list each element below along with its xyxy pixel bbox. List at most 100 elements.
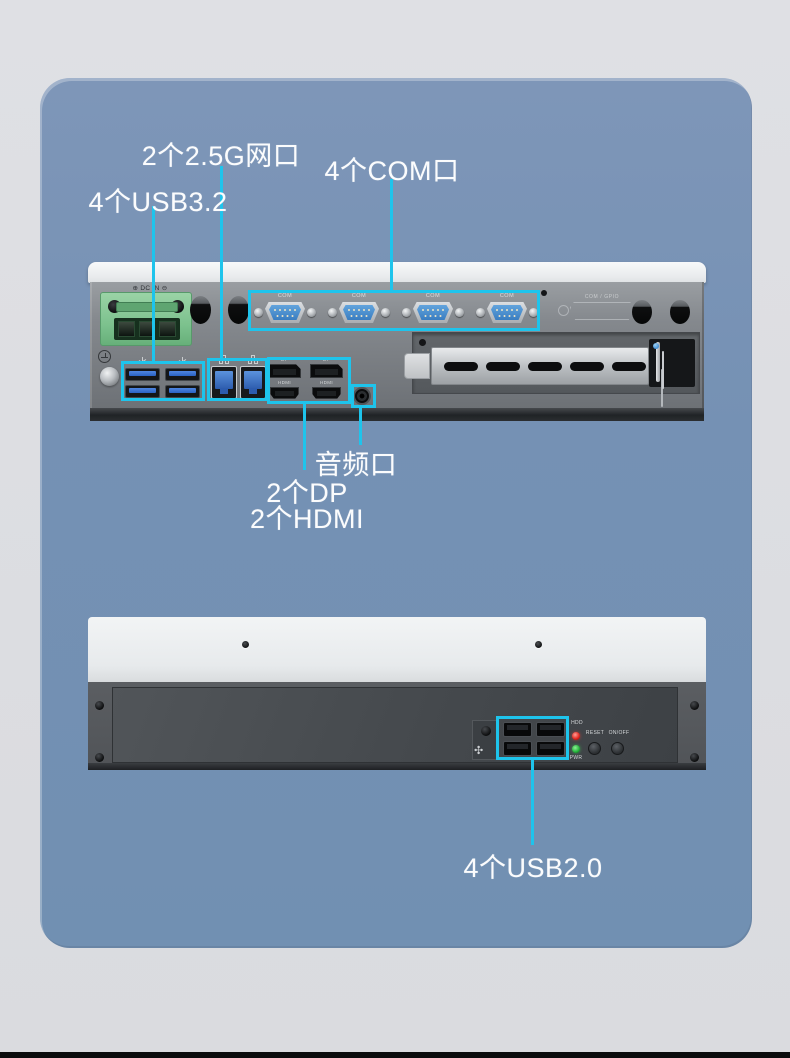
rear-device: ✣ HDD PWR RESET ON/OFF xyxy=(88,617,706,770)
front-device-bottom-edge xyxy=(90,408,704,421)
db9-pins xyxy=(274,309,276,311)
db9-connector xyxy=(339,302,379,323)
bracket-vent-slot xyxy=(612,362,646,371)
usb32-callout-label: 4个USB3.2 xyxy=(88,187,228,217)
db9-connector xyxy=(413,302,453,323)
rear-device-top-cover xyxy=(88,617,706,682)
usb20-port xyxy=(536,722,565,737)
com-port-2: COM xyxy=(328,293,390,325)
latch-clip xyxy=(656,342,660,382)
hdmi-port-label: HDMI xyxy=(277,380,292,385)
com-callout-box xyxy=(248,290,540,331)
usb32-callout-box xyxy=(121,361,205,401)
db9-pins xyxy=(348,309,350,311)
reset-button xyxy=(588,742,601,755)
com-screw xyxy=(402,308,411,317)
com-screw xyxy=(476,308,485,317)
cover-screw-hole xyxy=(535,641,542,648)
com-port-3: COM xyxy=(402,293,464,325)
expansion-slot-bracket xyxy=(431,347,649,385)
usb20-port xyxy=(503,722,532,737)
hdmi-port-label: HDMI xyxy=(319,380,334,385)
page-bottom-border xyxy=(0,1052,790,1058)
com-callout-label: 4个COM口 xyxy=(324,156,460,186)
com-screw xyxy=(328,308,337,317)
dc-in-terminal-connector xyxy=(100,292,192,346)
com-port-label: COM xyxy=(425,293,441,299)
fan-plate xyxy=(472,720,498,760)
dp-hdmi-callout-line xyxy=(303,403,306,470)
lan-callout-line xyxy=(220,166,223,359)
lan-callout-box xyxy=(207,358,268,401)
com-gpio-knockout xyxy=(558,305,569,316)
onoff-button-label: ON/OFF xyxy=(608,730,630,736)
audio-jack xyxy=(353,387,371,405)
bracket-vent-slot xyxy=(528,362,562,371)
com-screw xyxy=(307,308,316,317)
usb20-port xyxy=(503,741,532,756)
bracket-vent-slot xyxy=(486,362,520,371)
dc-terminal-pin xyxy=(118,321,135,337)
onoff-button xyxy=(611,742,624,755)
usb20-callout-box xyxy=(496,716,569,760)
ground-symbol-icon xyxy=(98,350,111,363)
dc-terminal-pin xyxy=(159,321,177,337)
com-gpio-knockout xyxy=(570,302,634,320)
bracket-vent-slot xyxy=(570,362,604,371)
hdmi-port xyxy=(270,387,299,399)
panel-screw-hole xyxy=(541,290,547,296)
antenna-hole xyxy=(190,296,211,324)
audio-callout-box xyxy=(351,384,376,408)
usb32-port xyxy=(125,385,160,398)
dp-hdmi-callout-box xyxy=(267,357,351,404)
latch-blue-dot xyxy=(653,343,659,349)
slot-side-tab xyxy=(404,353,430,379)
hdmi-callout-label: 2个HDMI xyxy=(249,504,365,534)
com-port-4: COM xyxy=(476,293,538,325)
com-screw xyxy=(455,308,464,317)
com-screw xyxy=(381,308,390,317)
lan-port xyxy=(240,366,266,399)
flange-screw xyxy=(95,753,104,762)
displayport-port xyxy=(268,364,301,378)
db9-pins xyxy=(422,309,424,311)
dc-terminal-block xyxy=(114,318,180,340)
usb20-callout-label: 4个USB2.0 xyxy=(463,853,603,883)
usb32-port xyxy=(165,385,200,398)
rear-recessed-panel xyxy=(112,687,678,763)
dc-terminal-slot xyxy=(116,302,178,312)
usb32-port xyxy=(165,368,200,381)
fan-plate-screw xyxy=(481,726,491,736)
flange-screw xyxy=(690,701,699,710)
antenna-hole xyxy=(228,296,249,324)
pwr-led xyxy=(572,745,580,753)
reset-button-label: RESET xyxy=(585,730,605,736)
hdmi-port xyxy=(312,387,341,399)
front-device-top-cover xyxy=(88,262,706,283)
pwr-led-label: PWR xyxy=(569,755,583,761)
antenna-hole xyxy=(670,300,690,324)
usb32-callout-line xyxy=(152,206,155,362)
cover-screw-hole xyxy=(242,641,249,648)
bracket-latch xyxy=(649,339,695,387)
com-port-label: COM xyxy=(351,293,367,299)
db9-connector xyxy=(265,302,305,323)
flange-screw xyxy=(690,753,699,762)
com-port-label: COM xyxy=(499,293,515,299)
antenna-hole xyxy=(632,300,652,324)
audio-callout-label: 音频口 xyxy=(314,450,398,480)
com-gpio-label: COM / GPIO xyxy=(584,294,620,300)
com-port-1: COM xyxy=(254,293,316,325)
fan-icon: ✣ xyxy=(474,745,484,757)
blue-background-panel xyxy=(40,78,752,948)
dc-in-label: ⊕ DC IN ⊖ xyxy=(132,285,168,292)
hdd-led-label: HDD xyxy=(571,720,583,726)
displayport-port xyxy=(310,364,343,378)
lan-port xyxy=(211,366,237,399)
com-port-label: COM xyxy=(277,293,293,299)
lan-callout-label: 2个2.5G网口 xyxy=(141,141,301,171)
com-screw xyxy=(529,308,538,317)
bracket-vent-slot xyxy=(444,362,478,371)
usb20-port xyxy=(536,741,565,756)
